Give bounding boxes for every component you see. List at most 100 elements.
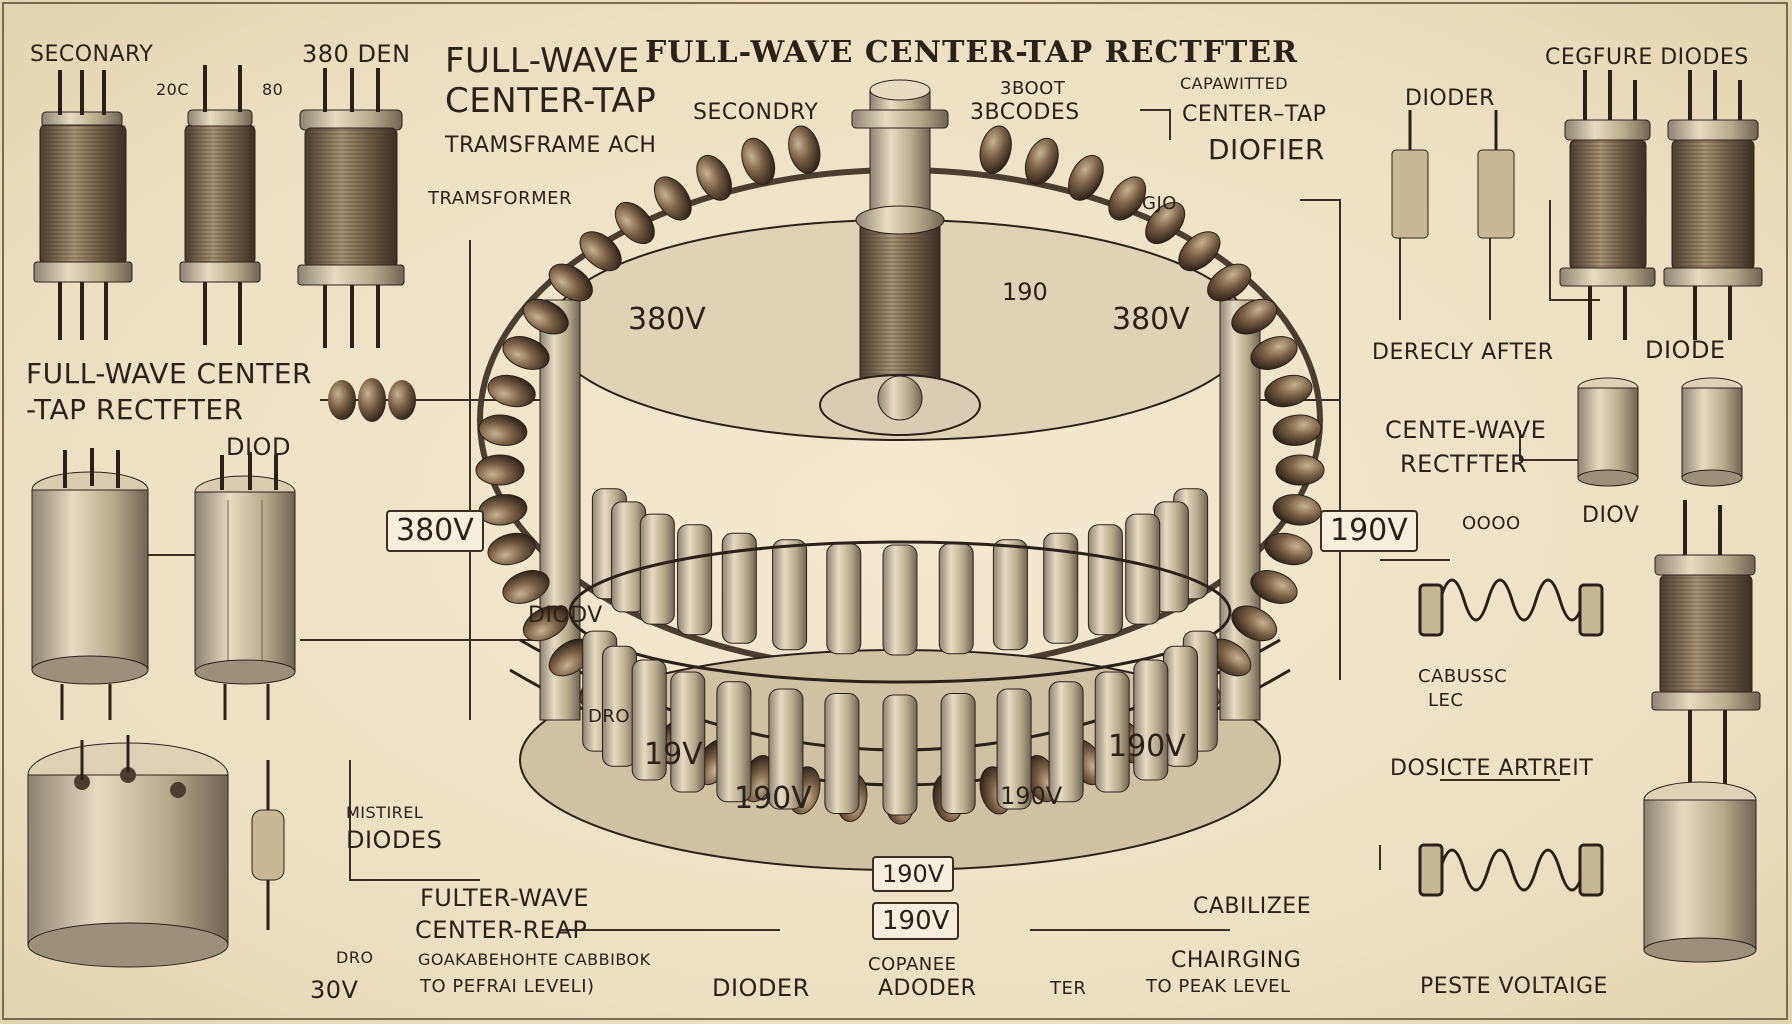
capacitor-cylinder xyxy=(882,544,918,656)
capacitor-cylinder xyxy=(1125,513,1161,625)
diode-right-2 xyxy=(1477,110,1515,239)
label-80: 80 xyxy=(262,80,284,99)
insulator-bead xyxy=(522,605,569,642)
label-dioder-bottom: DIODER xyxy=(712,974,810,1002)
inductor-right-lower xyxy=(1418,843,1604,897)
label-center-tap-right: CENTER–TAP xyxy=(1182,102,1327,127)
label-derecly-after: DERECLY AFTER xyxy=(1372,340,1554,365)
voltage-190v-low: 190V xyxy=(734,781,812,816)
capacitor-cylinder xyxy=(721,532,757,644)
transformer-coil-3 xyxy=(297,68,405,348)
voltage-190-top: 190 xyxy=(1002,278,1048,306)
insulator-bead xyxy=(502,336,550,370)
label-oooo: OOOO xyxy=(1462,513,1521,534)
capacitor-cylinder xyxy=(670,671,706,793)
label-cabussc: CABUSSC xyxy=(1418,666,1508,687)
capacitor-can-left-2 xyxy=(194,452,296,720)
voltage-box-190v-bottom-2: 190V xyxy=(872,902,960,940)
capacitor-cylinder xyxy=(639,513,675,625)
capacitor-cylinder xyxy=(826,543,862,655)
label-transframe: TRAMSFRAME ACH xyxy=(445,133,657,158)
insulator-bead xyxy=(696,154,732,201)
label-peste-voltaige: PESTE VOLTAIGE xyxy=(1420,974,1608,999)
capacitor-cylinder xyxy=(772,539,808,651)
label-diodes: DIODES xyxy=(346,826,443,854)
insulator-bead xyxy=(1264,532,1313,566)
label-cegfure-diodes: CEGFURE DIODES xyxy=(1545,45,1749,70)
inductor-right-upper xyxy=(1418,578,1604,637)
insulator-bead xyxy=(579,231,622,272)
transformer-coil-right-1 xyxy=(1559,70,1656,340)
voltage-box-380v: 380V xyxy=(386,510,484,552)
insulator-left xyxy=(328,378,416,422)
label-diode-right: DIODE xyxy=(1645,336,1726,364)
voltage-190v-small: 190V xyxy=(1000,782,1063,810)
label-diofier: DIOFIER xyxy=(1208,133,1325,166)
voltage-box-190v: 190V xyxy=(1320,510,1418,552)
capacitor-cylinder xyxy=(768,688,804,810)
label-cente-wave: CENTE-WAVE xyxy=(1385,416,1547,444)
voltage-380v-top-right: 380V xyxy=(1112,302,1190,337)
insulator-bead xyxy=(522,298,569,335)
label-diov: DIOV xyxy=(1582,503,1640,528)
insulator-bead xyxy=(1231,605,1278,642)
transformer-coil-2 xyxy=(179,65,261,345)
insulator-bead xyxy=(487,532,536,566)
insulator-bead xyxy=(475,454,525,486)
capacitor-cylinder xyxy=(882,694,918,816)
capacitor-cylinder xyxy=(992,539,1028,651)
insulator-bead xyxy=(548,263,593,302)
voltage-380v-top-left: 380V xyxy=(628,302,706,337)
insulator-bead xyxy=(1231,298,1278,335)
diagram-title: FULL-WAVE CENTER-TAP RECTFTER xyxy=(645,35,1299,70)
insulator-bead xyxy=(1250,336,1298,370)
label-charging: CHAIRGING xyxy=(1171,948,1302,973)
label-diodv: DIODV xyxy=(528,603,603,628)
capacitor-right-small-1 xyxy=(1577,377,1639,487)
label-380-den: 380 DEN xyxy=(302,40,411,68)
insulator-bead xyxy=(653,176,692,221)
label-dioder-top-right: DIODER xyxy=(1405,86,1495,111)
label-full-wave-center: FULL-WAVE CENTER xyxy=(26,357,312,390)
capacitor-cylinder xyxy=(677,524,713,636)
label-gjo: GJO xyxy=(1142,193,1177,214)
label-to-peak-level: TO PEAK LEVEL xyxy=(1146,976,1291,997)
label-to-peak-left: TO PEFRAI LEVELI) xyxy=(420,976,595,997)
insulator-bead xyxy=(1272,414,1322,446)
label-dro-bottom: DRO xyxy=(336,948,374,967)
insulator-bead xyxy=(979,125,1012,174)
capacitor-cylinder xyxy=(940,693,976,814)
label-rectfter-right: RECTFTER xyxy=(1400,450,1528,478)
voltage-19v: 19V xyxy=(644,737,703,772)
label-secondary-tl: SECONARY xyxy=(30,42,154,67)
capacitor-can-left-3 xyxy=(27,735,229,968)
insulator-bead xyxy=(1250,570,1298,604)
label-capawitted: CAPAWITTED xyxy=(1180,74,1289,93)
label-center-reap: CENTER-REAP xyxy=(415,916,588,944)
label-ter: TER xyxy=(1050,978,1087,999)
label-tap-rectfter: -TAP RECTFTER xyxy=(26,393,244,426)
label-dosicte-artreit: DOSICTE ARTREIT xyxy=(1390,756,1594,781)
insulator-bead xyxy=(502,570,550,604)
insulator-bead xyxy=(1024,137,1059,185)
capacitor-cylinder xyxy=(938,543,974,655)
insulator-bead xyxy=(487,374,536,408)
insulator-bead xyxy=(614,201,655,245)
resistor-left xyxy=(251,760,285,930)
transformer-coil-right-3 xyxy=(1651,500,1761,790)
capacitor-cylinder xyxy=(631,659,667,781)
voltage-190v-right-low: 190V xyxy=(1108,729,1186,764)
insulator-bead xyxy=(1178,231,1221,272)
insulator-bead xyxy=(1275,454,1325,486)
label-adoder: ADODER xyxy=(878,976,977,1001)
insulator-bead xyxy=(1145,201,1186,245)
insulator-bead xyxy=(788,125,821,174)
capacitor-can-left-1 xyxy=(31,448,149,720)
label-lec: LEC xyxy=(1428,690,1464,711)
insulator-bead xyxy=(1264,374,1313,408)
label-transformer: TRAMSFORMER xyxy=(428,188,572,209)
label-fulter-wave: FULTER-WAVE xyxy=(420,884,590,912)
